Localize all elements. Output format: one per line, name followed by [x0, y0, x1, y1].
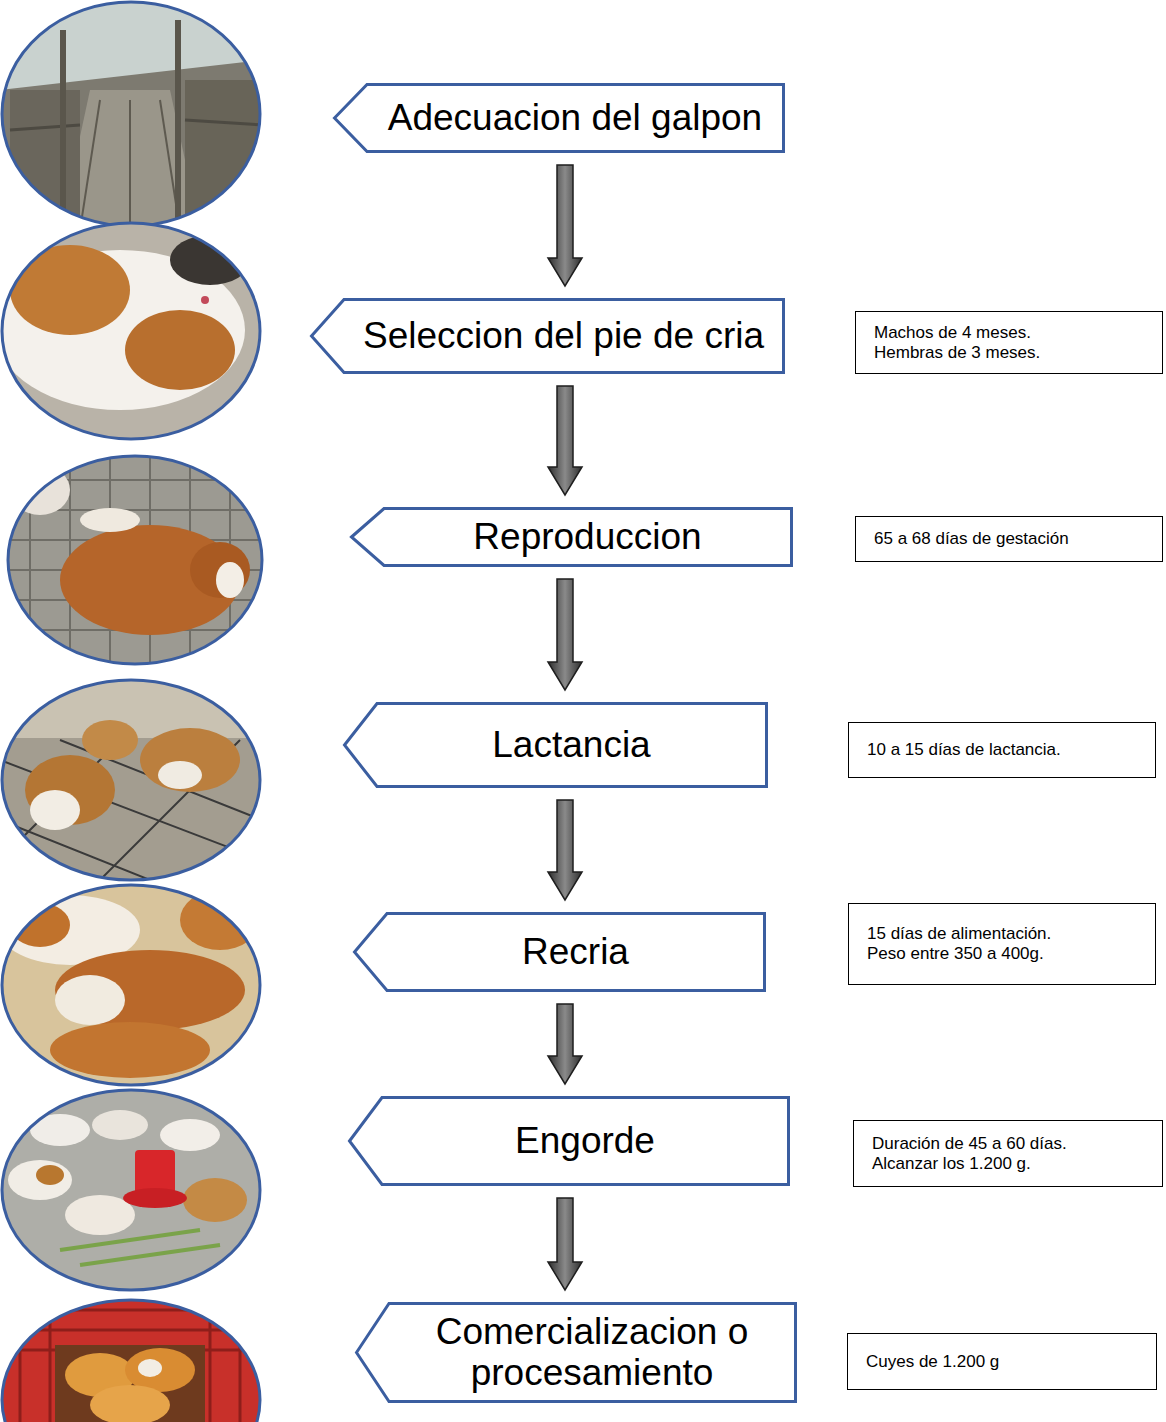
photo-frame — [2, 680, 260, 880]
shed-photo — [0, 0, 262, 230]
note-text: Hembras de 3 meses. — [874, 343, 1040, 363]
note-text: Cuyes de 1.200 g — [866, 1352, 999, 1372]
pentagon-outline — [355, 914, 765, 991]
process-pentagon: Recria — [353, 912, 766, 992]
note-text: 65 a 68 días de gestación — [874, 529, 1069, 549]
photo-frame — [2, 1090, 260, 1290]
step-label: Lactancia — [492, 725, 650, 766]
pentagon-outline — [335, 85, 784, 152]
photo-frame — [2, 2, 260, 226]
note-text: 10 a 15 días de lactancia. — [867, 740, 1061, 760]
note-box: Machos de 4 meses.Hembras de 3 meses. — [855, 311, 1163, 374]
note-text: Duración de 45 a 60 días. — [872, 1134, 1067, 1154]
flow-arrow — [548, 1198, 582, 1290]
breeder-photo — [0, 222, 262, 442]
lactation-photo — [0, 678, 262, 900]
step-label: Reproduccion — [473, 517, 701, 558]
process-pentagon: Lactancia — [343, 702, 768, 788]
reproduction-photo — [0, 450, 270, 670]
note-box: 10 a 15 días de lactancia. — [848, 722, 1156, 778]
step-label: Engorde — [515, 1121, 655, 1162]
step-label: Comercializacion o procesamiento — [395, 1312, 789, 1393]
process-pentagon: Engorde — [348, 1096, 790, 1186]
pentagon-outline — [345, 704, 767, 787]
process-pentagon: Adecuacion del galpon — [333, 83, 785, 153]
pentagon-outline — [312, 300, 784, 373]
flow-arrow — [548, 579, 582, 690]
step-label: Adecuacion del galpon — [388, 98, 762, 139]
photo-frame — [8, 456, 262, 664]
process-pentagon: Seleccion del pie de cria — [310, 298, 785, 374]
rearing-photo — [0, 883, 262, 1088]
pentagon-outline — [352, 509, 792, 566]
flow-arrow — [548, 386, 582, 495]
note-box: 15 días de alimentación.Peso entre 350 a… — [848, 903, 1156, 985]
note-text: Peso entre 350 a 400g. — [867, 944, 1044, 964]
pentagon-outline — [350, 1098, 789, 1185]
flow-arrow — [548, 1004, 582, 1084]
step-label: Recria — [522, 932, 629, 973]
crate-photo — [0, 1295, 262, 1422]
photo-frame — [2, 885, 260, 1085]
note-box: Cuyes de 1.200 g — [847, 1333, 1157, 1390]
photo-frame — [2, 1300, 260, 1422]
process-pentagon: Comercializacion o procesamiento — [355, 1302, 797, 1403]
note-text: Machos de 4 meses. — [874, 323, 1031, 343]
flow-arrow — [548, 800, 582, 900]
note-text: 15 días de alimentación. — [867, 924, 1051, 944]
note-text: Alcanzar los 1.200 g. — [872, 1154, 1031, 1174]
note-box: Duración de 45 a 60 días.Alcanzar los 1.… — [853, 1120, 1163, 1187]
step-label: Seleccion del pie de cria — [363, 316, 764, 357]
fattening-photo — [0, 1088, 262, 1293]
note-box: 65 a 68 días de gestación — [855, 516, 1163, 562]
process-pentagon: Reproduccion — [350, 507, 793, 567]
photo-frame — [2, 223, 260, 439]
pentagon-outline — [357, 1304, 796, 1402]
flow-arrow — [548, 165, 582, 286]
